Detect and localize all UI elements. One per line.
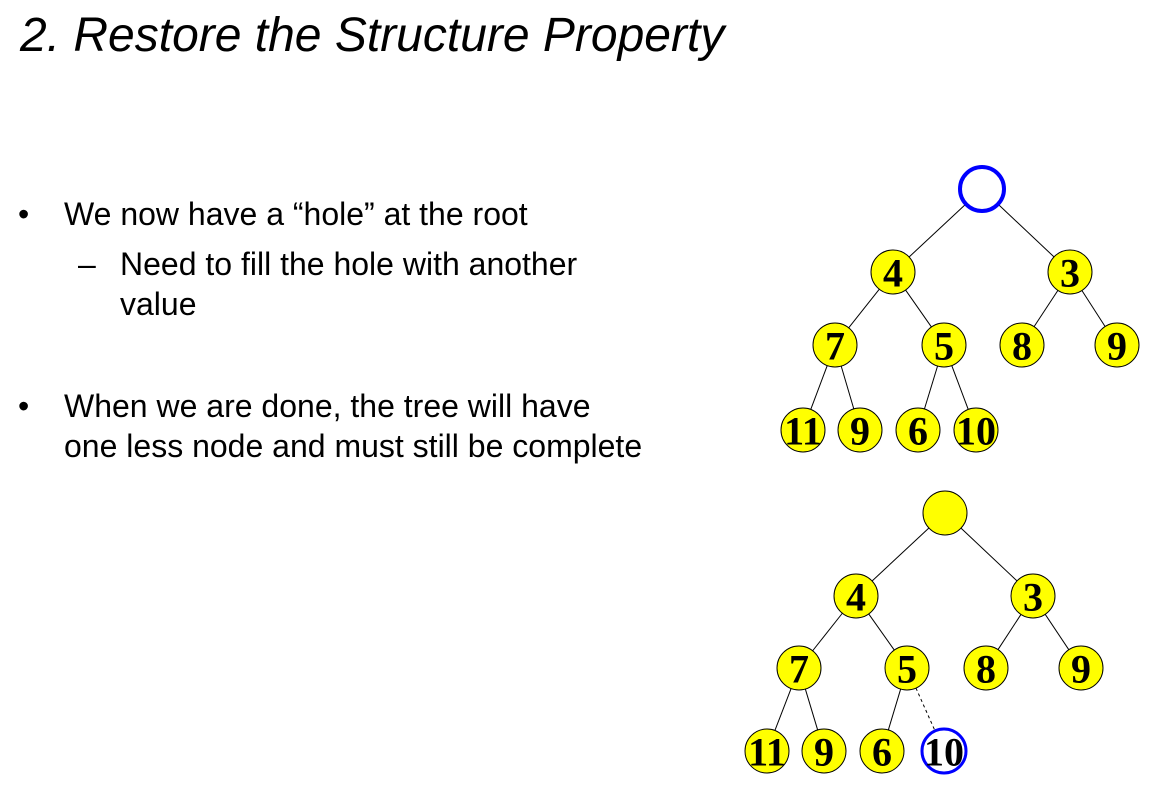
node-circle [963, 645, 1009, 691]
tree-node: 8 [999, 322, 1045, 369]
tree-node: 7 [776, 645, 822, 692]
node-circle [812, 322, 858, 368]
node-label: 10 [956, 409, 996, 454]
tree-edge [804, 688, 819, 731]
node-circle [958, 165, 1006, 213]
tree-node: 9 [837, 407, 883, 454]
tree-edge [840, 365, 855, 410]
tree-edge [774, 688, 792, 731]
tree-node: 3 [1047, 249, 1093, 296]
tree-edge [812, 612, 843, 652]
bullet-mark: • [18, 388, 30, 424]
tree-node: 7 [812, 322, 858, 369]
sub-bullet-text-line: Need to fill the hole with another [120, 246, 578, 282]
node-circle [833, 573, 879, 619]
tree-edge [1033, 290, 1059, 327]
node-circle [859, 728, 905, 774]
node-label: 3 [1060, 251, 1080, 296]
node-label: 9 [1071, 647, 1091, 692]
node-circle [837, 407, 883, 453]
node-circle [776, 645, 822, 691]
dashed-tree-edge [915, 687, 936, 732]
tree-node: 9 [801, 728, 847, 775]
tree-node: 4 [833, 573, 879, 620]
node-label: 9 [814, 730, 834, 775]
node-circle [884, 645, 930, 691]
node-circle [801, 728, 847, 774]
node-circle [921, 322, 967, 368]
node-circle [1058, 645, 1104, 691]
tree-node: 10 [953, 407, 999, 454]
tree-edge [905, 289, 932, 328]
tree-node: 6 [859, 728, 905, 775]
tree-edge [868, 613, 895, 651]
node-label: 9 [850, 409, 870, 454]
bullet-text-line: When we are done, the tree will have [64, 388, 591, 424]
tree-edge [997, 203, 1055, 258]
node-label: 4 [883, 251, 903, 296]
node-circle [922, 490, 968, 536]
node-label: 6 [908, 409, 928, 454]
tree-edge [1081, 290, 1106, 327]
tree-node: 3 [1010, 573, 1056, 620]
node-circle [999, 322, 1045, 368]
tree-node: 5 [884, 645, 930, 692]
node-label: 4 [846, 575, 866, 620]
slide-title: 2. Restore the Structure Property [20, 9, 725, 62]
tree-node: 4 [870, 249, 916, 296]
node-label: 3 [1023, 575, 1043, 620]
tree-node: 5 [921, 322, 967, 369]
sub-bullet-mark: – [78, 246, 96, 282]
node-label: 5 [934, 324, 954, 369]
node-circle [953, 407, 999, 453]
tree-edge [1044, 614, 1070, 650]
highlighted-node: 10 [920, 727, 968, 775]
tree-node: 9 [1094, 322, 1140, 369]
node-circle [1094, 322, 1140, 368]
node-circle [870, 249, 916, 295]
tree-edge [848, 288, 880, 329]
bullet-text-line: one less node and must still be complete [64, 428, 643, 464]
bullet-mark: • [18, 196, 30, 232]
tree-edge [871, 527, 930, 582]
tree-node: 11 [780, 407, 826, 454]
sub-bullet-text-line: value [120, 286, 197, 322]
node-label: 7 [825, 324, 845, 369]
node-circle [744, 728, 790, 774]
node-label: 5 [897, 647, 917, 692]
node-circle [895, 407, 941, 453]
node-circle [920, 727, 968, 775]
tree-edge [810, 365, 828, 410]
tree-edge [951, 365, 969, 410]
node-label: 9 [1107, 324, 1127, 369]
tree-edge [997, 614, 1022, 650]
tree-node: 6 [895, 407, 941, 454]
node-label: 8 [1012, 324, 1032, 369]
node-label: 8 [976, 647, 996, 692]
tree-node: 11 [744, 728, 790, 775]
node-label: 7 [789, 647, 809, 692]
node-label: 6 [872, 730, 892, 775]
bullet-text-line: We now have a “hole” at the root [64, 196, 528, 232]
tree-node: 8 [963, 645, 1009, 692]
tree-node: 9 [1058, 645, 1104, 692]
hole-node [958, 165, 1006, 213]
node-circle [1047, 249, 1093, 295]
tree-edge [960, 527, 1018, 582]
node-label: 10 [924, 730, 964, 775]
node-circle [1010, 573, 1056, 619]
tree-edge [923, 365, 939, 410]
tree-edge [908, 203, 967, 258]
node-label: 11 [784, 409, 822, 454]
node-label: 11 [748, 730, 786, 775]
tree-edge [887, 688, 902, 731]
node-circle [780, 407, 826, 453]
tree-node [922, 490, 968, 536]
